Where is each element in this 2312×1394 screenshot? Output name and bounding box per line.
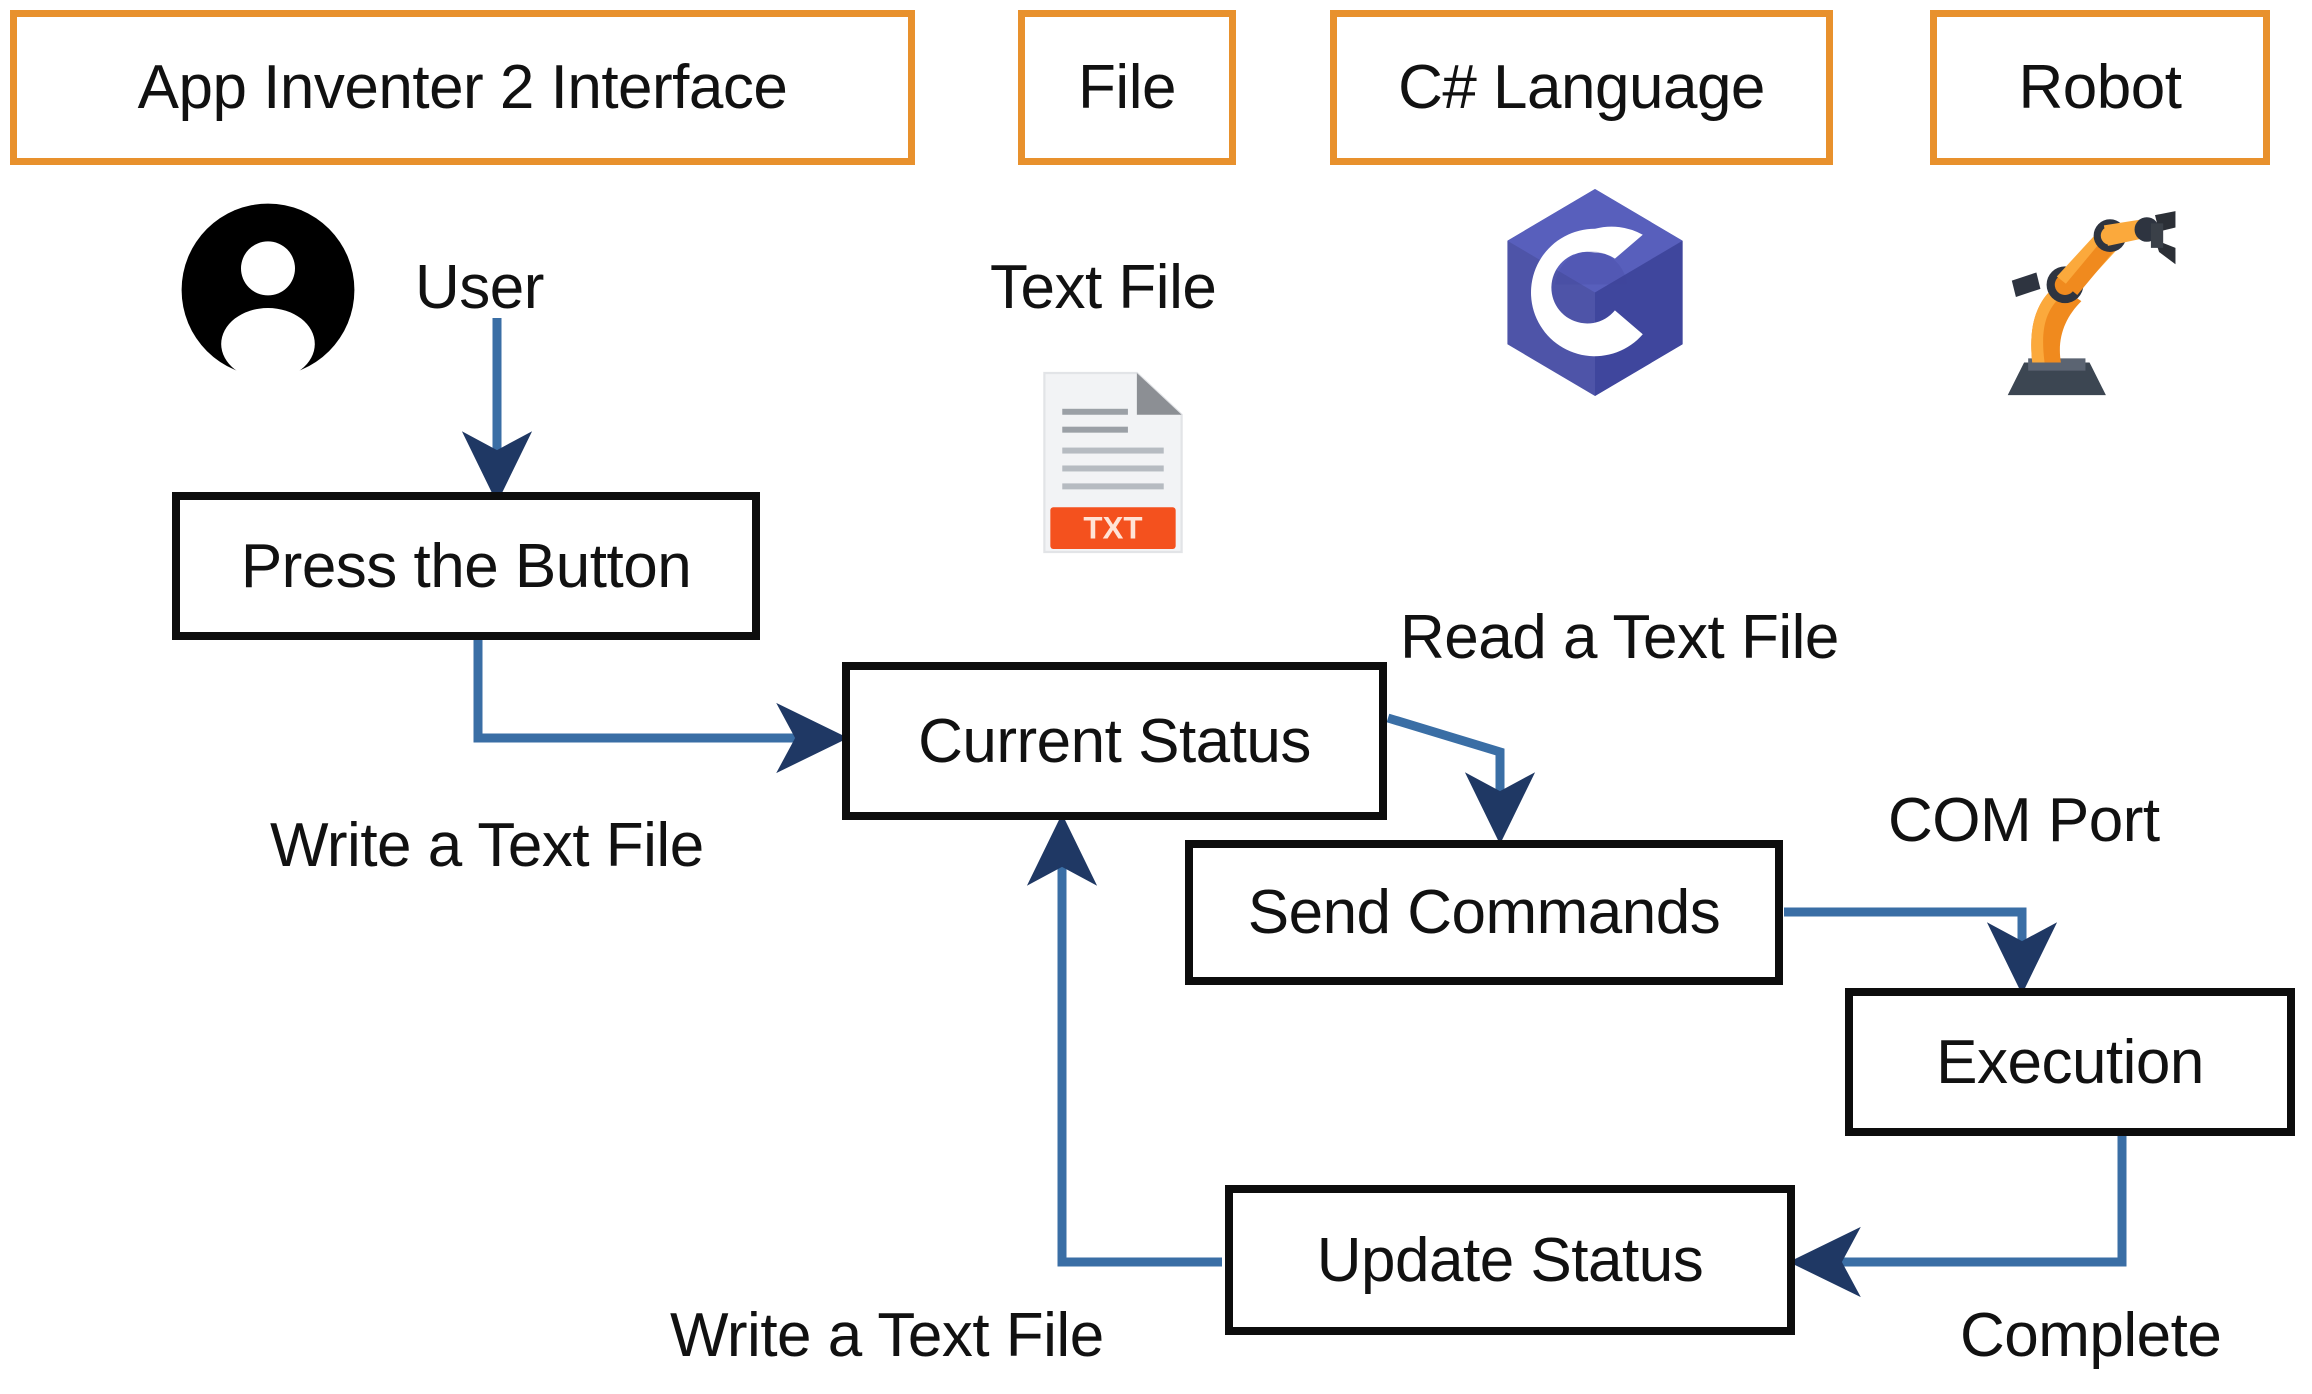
svg-text:TXT: TXT xyxy=(1083,511,1142,546)
edge-label-com-port: COM Port xyxy=(1888,786,2160,855)
header-box-csharp: C# Language xyxy=(1330,10,1833,165)
flow-node-execution[interactable]: Execution xyxy=(1845,988,2295,1136)
flow-label-press-button: Press the Button xyxy=(240,531,692,601)
flow-label-current-status: Current Status xyxy=(918,706,1311,776)
header-box-file: File xyxy=(1018,10,1236,165)
header-label-file: File xyxy=(1078,53,1176,122)
header-box-robot: Robot xyxy=(1930,10,2270,165)
user-avatar-icon xyxy=(178,200,358,380)
flow-node-current-status[interactable]: Current Status xyxy=(842,662,1387,820)
csharp-logo-icon xyxy=(1495,185,1695,400)
flow-node-update-status[interactable]: Update Status xyxy=(1225,1185,1795,1335)
edge-press-button-to-current-status xyxy=(473,640,849,774)
flow-node-press-button[interactable]: Press the Button xyxy=(172,492,760,640)
flow-label-send-commands: Send Commands xyxy=(1247,878,1721,947)
header-label-robot: Robot xyxy=(2018,53,2182,122)
edge-label-write-text-file-top: Write a Text File xyxy=(270,811,704,880)
flow-label-update-status: Update Status xyxy=(1316,1225,1704,1295)
header-label-app-inventer: App Inventer 2 Interface xyxy=(137,53,788,122)
header-label-csharp: C# Language xyxy=(1398,53,1765,122)
edge-label-read-text-file: Read a Text File xyxy=(1400,603,1839,672)
robot-arm-icon xyxy=(1975,182,2200,412)
flow-label-execution: Execution xyxy=(1936,1027,2204,1097)
text-file-caption: Text File xyxy=(990,253,1217,322)
edge-label-complete: Complete xyxy=(1960,1301,2222,1370)
edge-current-status-to-send-commands xyxy=(1386,713,1536,845)
edge-send-commands-to-execution xyxy=(1784,907,2058,995)
flow-node-send-commands[interactable]: Send Commands xyxy=(1185,840,1783,985)
user-caption: User xyxy=(415,253,544,322)
edge-label-write-text-file-bottom: Write a Text File xyxy=(670,1301,1104,1370)
edge-execution-to-update-status xyxy=(1788,1135,2127,1298)
text-file-icon: TXT xyxy=(1038,370,1188,555)
header-box-app-inventer: App Inventer 2 Interface xyxy=(10,10,915,165)
